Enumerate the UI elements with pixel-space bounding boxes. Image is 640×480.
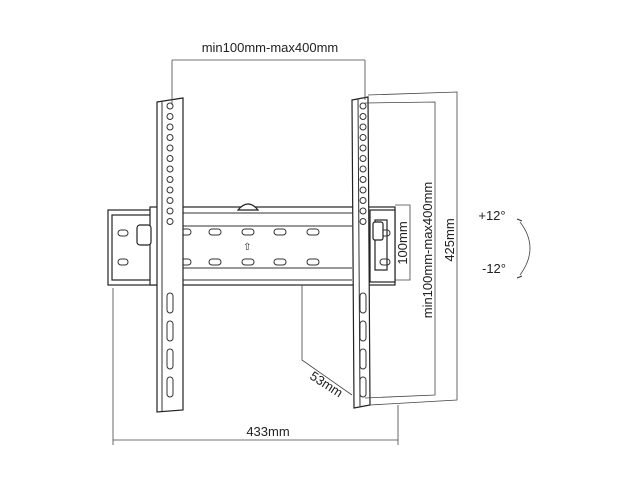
level-knob [236, 203, 260, 211]
vesa-hole [166, 186, 174, 194]
slot [306, 258, 320, 266]
up-arrow-icon: ⇧ [243, 242, 251, 253]
slot [241, 228, 255, 236]
width-label: 433mm [246, 424, 289, 439]
left-arm [156, 97, 184, 413]
arm-slot [359, 348, 367, 370]
arm-slot [166, 348, 174, 370]
vesa-hole [166, 102, 174, 110]
slot [379, 258, 391, 266]
tilt-down-label: -12° [482, 261, 506, 276]
vesa-hole [166, 197, 174, 204]
slot [117, 229, 129, 237]
vesa-hole [359, 197, 367, 204]
vesa-hole [359, 144, 367, 152]
vesa-hole [166, 218, 174, 225]
depth-label: 53mm [307, 368, 345, 400]
vesa-hole [359, 165, 367, 173]
arm-slot [166, 292, 174, 314]
vesa-hole [359, 113, 367, 120]
height-label: 425mm [442, 218, 457, 261]
vesa-hole [166, 176, 174, 183]
vesa-hole [359, 102, 367, 110]
slot [208, 228, 222, 236]
vesa-hole [166, 113, 174, 120]
vesa-hole [166, 165, 174, 173]
vesa-hole [166, 123, 174, 131]
vesa-hole [359, 134, 367, 141]
vesa-hole [359, 218, 367, 225]
vesa-hole [166, 207, 174, 215]
vesa-hole [359, 207, 367, 215]
lock-knob-right [372, 221, 384, 241]
tilt-up-label: +12° [478, 208, 505, 223]
vesa-hole [359, 123, 367, 131]
vertical-vesa-label: min100mm-max400mm [420, 182, 435, 319]
arm-slot [359, 320, 367, 342]
lock-knob-left [136, 224, 152, 246]
vesa-hole [166, 144, 174, 152]
arm-slot [359, 292, 367, 314]
slot [273, 228, 287, 236]
slot [306, 228, 320, 236]
slot [208, 258, 222, 266]
dimension-lines [112, 59, 531, 445]
arm-slot [166, 320, 174, 342]
horizontal-vesa-label: min100mm-max400mm [202, 40, 339, 55]
slot [241, 258, 255, 266]
wall-plate: ⇧ [107, 203, 396, 286]
vesa-hole [359, 186, 367, 194]
vesa-hole [359, 176, 367, 183]
slot [117, 258, 129, 266]
right-arm [351, 96, 371, 409]
vesa-hole [166, 155, 174, 162]
vesa-hole [359, 155, 367, 162]
arm-slot [166, 376, 174, 398]
vesa-hole [166, 134, 174, 141]
slot [273, 258, 287, 266]
rail-height-label: 100mm [395, 221, 410, 264]
arm-slot [359, 376, 367, 398]
